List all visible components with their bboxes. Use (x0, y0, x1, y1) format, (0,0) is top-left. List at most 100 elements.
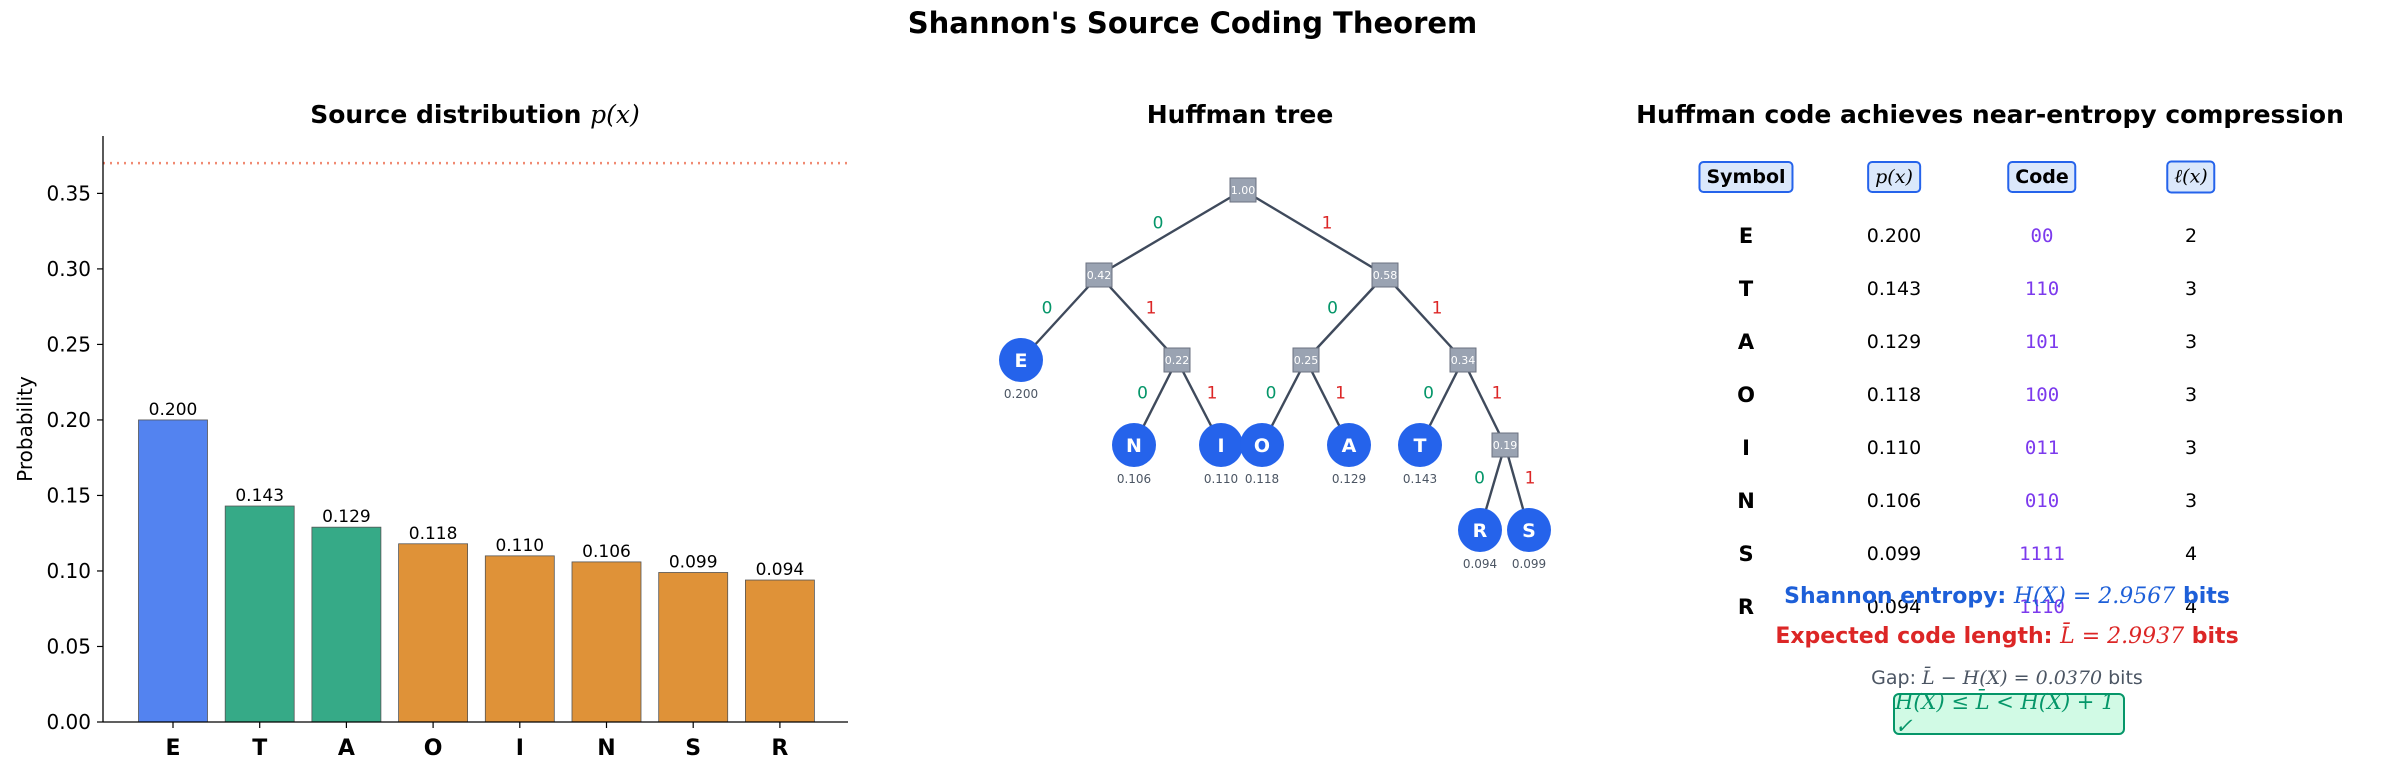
internal-node-weight: 0.34 (1451, 354, 1476, 367)
internal-node (1491, 432, 1519, 458)
leaf-probability: 0.143 (1403, 472, 1437, 486)
leaf-node-N (1112, 423, 1156, 467)
table-symbol: N (1737, 489, 1755, 513)
code-length-summary: Expected code length: L̄ = 2.9937 bits (1775, 624, 2239, 649)
x-tick-label: R (771, 736, 788, 761)
edge-bit-label: 1 (1146, 299, 1157, 319)
tree-edge (1461, 359, 1507, 446)
table-code: 100 (2024, 384, 2060, 406)
table-length: 3 (2184, 384, 2198, 406)
table-probability: 0.143 (1866, 278, 1922, 300)
internal-node-weight: 0.58 (1373, 269, 1398, 282)
internal-node-weight: 0.42 (1087, 269, 1112, 282)
edge-bit-label: 0 (1153, 214, 1164, 234)
bar-value-label: 0.129 (322, 507, 371, 527)
table-probability: 0.118 (1866, 384, 1922, 406)
leaf-node-R (1458, 508, 1502, 552)
leaf-symbol: N (1126, 435, 1142, 457)
tree-edge (1384, 274, 1464, 361)
table-symbol: T (1738, 277, 1754, 301)
header-probability: p(x) (1867, 161, 1921, 193)
x-tick-label: A (338, 736, 355, 761)
table-symbol: A (1737, 330, 1755, 354)
bar-value-label: 0.118 (409, 524, 458, 544)
table-probability: 0.200 (1866, 225, 1922, 247)
internal-node-weight: 0.19 (1493, 439, 1518, 452)
table-symbol: O (1737, 383, 1755, 407)
edge-bit-label: 0 (1137, 384, 1148, 404)
leaf-node-T (1398, 423, 1442, 467)
bar-value-label: 0.143 (235, 486, 284, 506)
leaf-node-I (1199, 423, 1243, 467)
internal-node (1449, 347, 1477, 373)
leaf-symbol: S (1522, 520, 1536, 542)
internal-node (1292, 347, 1320, 373)
edge-bit-label: 1 (1492, 384, 1503, 404)
leaf-probability: 0.110 (1204, 472, 1238, 486)
leaf-probability: 0.200 (1004, 387, 1038, 401)
leaf-node-A (1327, 423, 1371, 467)
tree-title: Huffman tree (1146, 100, 1334, 129)
leaf-probability: 0.118 (1245, 472, 1279, 486)
edge-bit-label: 1 (1322, 214, 1333, 234)
leaf-symbol: O (1254, 435, 1270, 457)
y-tick-label: 0.25 (46, 332, 91, 356)
edge-bit-label: 0 (1266, 384, 1277, 404)
tree-edge (1242, 188, 1386, 277)
leaf-symbol: E (1015, 350, 1028, 372)
internal-node-weight: 0.22 (1165, 354, 1190, 367)
leaf-probability: 0.094 (1463, 557, 1497, 571)
leaf-node-O (1240, 423, 1284, 467)
edge-bit-label: 0 (1327, 299, 1338, 319)
bar-O (398, 543, 469, 723)
leaf-symbol: A (1342, 435, 1357, 457)
y-axis-label: Probability (13, 376, 37, 482)
bar-E (138, 419, 208, 723)
table-symbol: R (1737, 595, 1755, 619)
leaf-probability: 0.106 (1117, 472, 1151, 486)
internal-node (1085, 262, 1113, 288)
table-probability: 0.099 (1866, 543, 1922, 565)
table-length: 2 (2184, 225, 2198, 247)
table-code: 101 (2024, 331, 2060, 353)
internal-node-weight: 1.00 (1231, 184, 1256, 197)
table-probability: 0.110 (1866, 437, 1922, 459)
bar-T (224, 505, 295, 723)
table-code: 00 (2030, 225, 2054, 247)
header-length: ℓ(x) (2166, 160, 2216, 194)
edge-bit-label: 0 (1474, 469, 1485, 489)
bar-A (311, 526, 382, 723)
entropy-summary: Shannon entropy: H(X) = 2.9567 bits (1784, 584, 2230, 609)
table-code: 010 (2024, 490, 2060, 512)
table-code: 1111 (2019, 543, 2065, 565)
x-tick-label: I (516, 736, 524, 761)
table-probability: 0.129 (1866, 331, 1922, 353)
y-tick-label: 0.35 (46, 181, 91, 205)
table-code: 110 (2024, 278, 2060, 300)
table-length: 3 (2184, 278, 2198, 300)
y-tick-label: 0.00 (46, 710, 91, 734)
table-length: 4 (2184, 543, 2198, 565)
figure-title: Shannon's Source Coding Theorem (907, 6, 1478, 40)
gap-summary: Gap: L̄ − H(X) = 0.0370 bits (1871, 667, 2143, 689)
leaf-symbol: T (1414, 435, 1427, 457)
bar-value-label: 0.110 (495, 536, 544, 556)
bar-value-label: 0.200 (149, 400, 198, 420)
leaf-probability: 0.099 (1512, 557, 1546, 571)
header-code: Code (2007, 161, 2077, 193)
leaf-symbol: I (1217, 435, 1224, 457)
internal-node (1229, 177, 1257, 203)
table-length: 3 (2184, 437, 2198, 459)
leaf-symbol: R (1473, 520, 1488, 542)
bar-value-label: 0.106 (582, 542, 631, 562)
y-tick-label: 0.20 (46, 408, 91, 432)
y-tick-label: 0.05 (46, 634, 91, 658)
table-length: 3 (2184, 331, 2198, 353)
internal-node (1163, 347, 1191, 373)
bar-S (658, 572, 729, 723)
table-symbol: S (1738, 542, 1754, 566)
bar-N (571, 561, 642, 723)
table-probability: 0.106 (1866, 490, 1922, 512)
